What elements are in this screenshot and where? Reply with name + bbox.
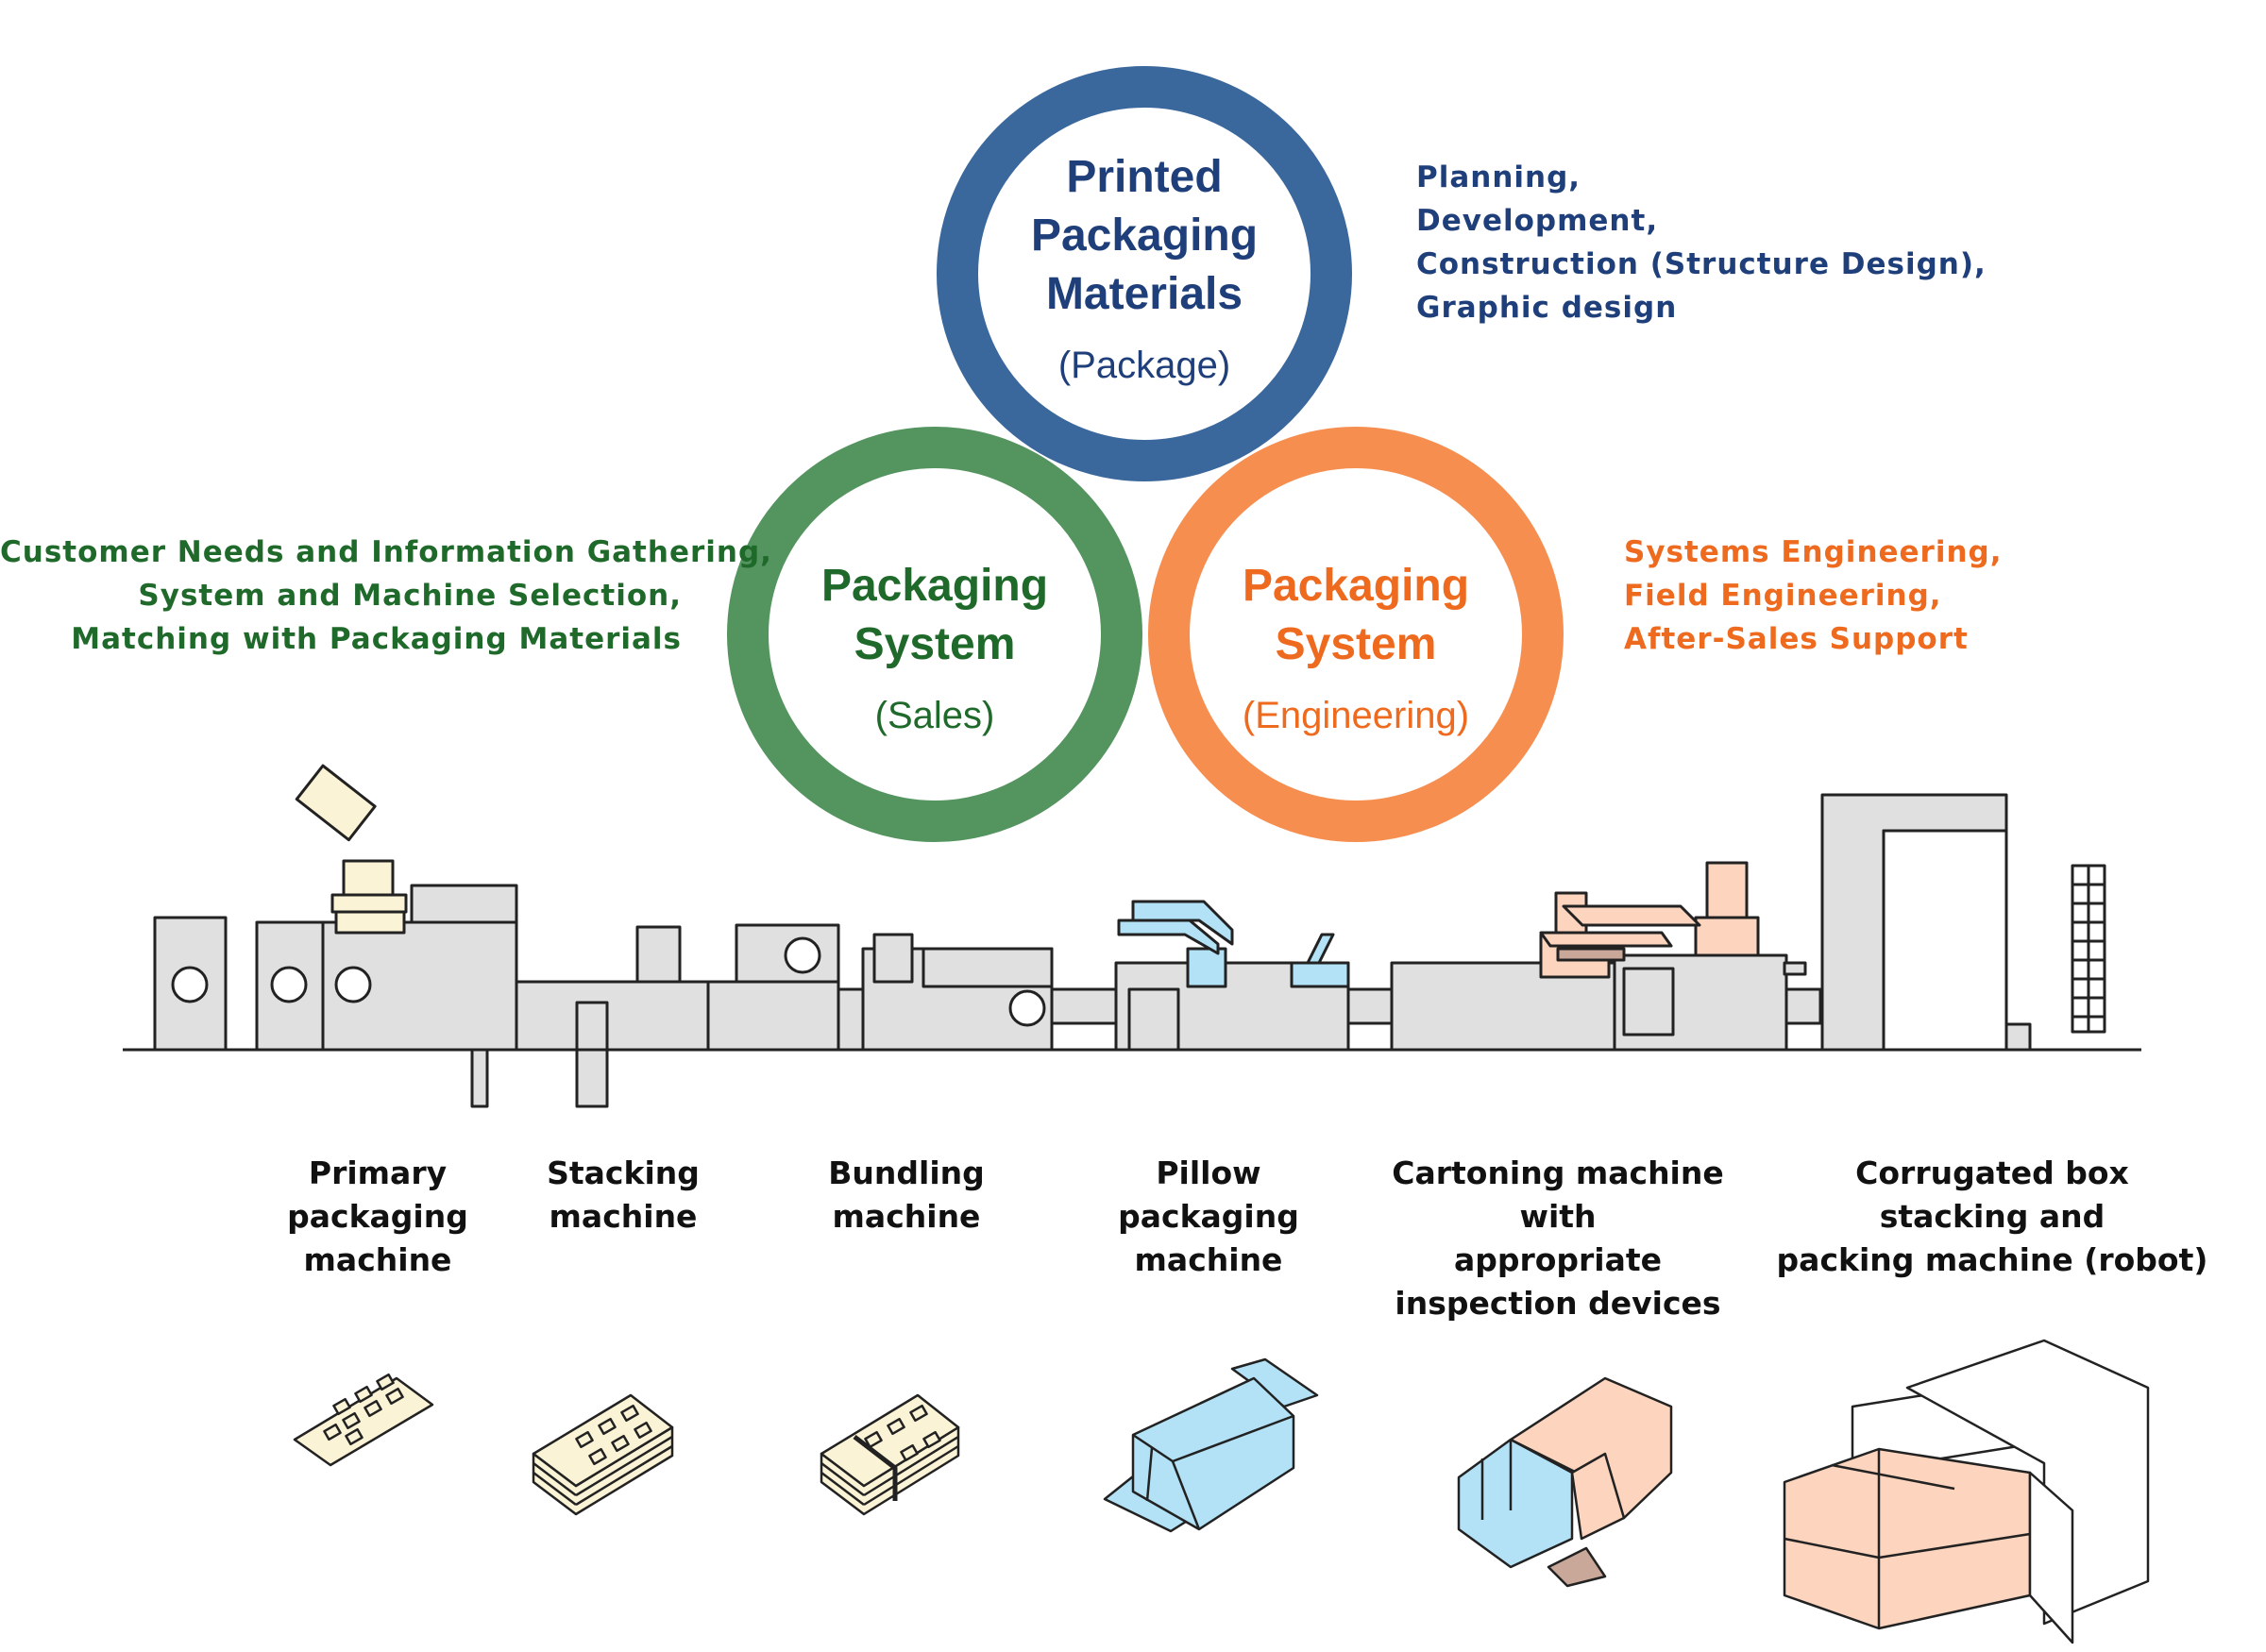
machine-label-stacking: Stacking machine: [547, 1155, 700, 1235]
engineering-circle-subtitle: (Engineering): [1242, 695, 1470, 736]
sales-note: Customer Needs and Information Gathering…: [0, 535, 772, 656]
stacked-blisters-icon: [532, 1393, 674, 1516]
machine-label-bundling: Bundling machine: [828, 1155, 985, 1235]
sales-circle-title: Packaging System: [820, 561, 1049, 669]
bundled-blisters-icon: [820, 1393, 960, 1516]
machine-label-pillow: Pillow packaging machine: [1118, 1155, 1299, 1278]
package-circle-title: Printed Packaging Materials: [1030, 152, 1259, 319]
machine-label-primary: Primary packaging machine: [287, 1155, 468, 1278]
corrugated-box-icon: [1783, 1339, 2150, 1644]
package-note: Planning, Development, Construction (Str…: [1416, 160, 1987, 325]
package-ring: [937, 66, 1352, 481]
blister-pack-icon: [293, 1373, 434, 1467]
primary-packaging-machine-drawing: [153, 764, 518, 1108]
sales-circle-subtitle: (Sales): [874, 695, 995, 736]
corrugated-box-machine-drawing: [1784, 793, 2106, 1052]
carton-icon: [1457, 1376, 1673, 1588]
engineering-ring: [1148, 427, 1564, 842]
machine-label-cartoning: Cartoning machine with appropriate inspe…: [1392, 1155, 1724, 1322]
pillow-packaging-machine-drawing: [1050, 900, 1350, 1052]
sales-ring: [727, 427, 1142, 842]
package-circle-subtitle: (Package): [1057, 345, 1231, 386]
pillow-pack-icon: [1103, 1357, 1319, 1533]
engineering-circle-title: Packaging System: [1242, 561, 1470, 669]
engineering-note: Systems Engineering, Field Engineering, …: [1624, 535, 2003, 656]
machine-label-corrugated: Corrugated box stacking and packing mach…: [1776, 1155, 2208, 1278]
cartoning-machine-drawing: [1346, 861, 1807, 1052]
